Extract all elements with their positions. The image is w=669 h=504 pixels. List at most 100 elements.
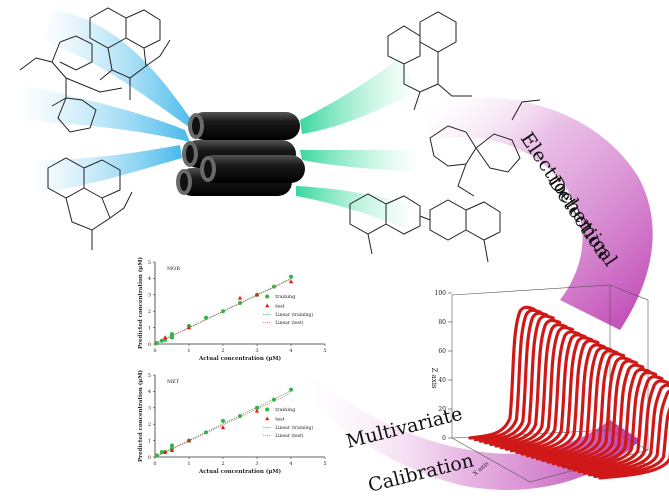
surface-curve <box>515 336 594 454</box>
surface-curve <box>551 359 638 466</box>
molecule-structure-icon <box>19 7 541 263</box>
x-tick-label: 2 <box>221 348 224 354</box>
z-tick-label: 60 <box>438 348 446 355</box>
surface-curve <box>582 383 669 475</box>
y-tick-label: 1 <box>148 438 151 444</box>
legend-test-label: test <box>275 416 285 422</box>
surface-curve <box>572 375 664 472</box>
test-point <box>237 295 243 300</box>
surface-curve <box>598 451 669 480</box>
z-tick-label: 100 <box>435 290 447 297</box>
y-tick-label: 3 <box>148 406 151 412</box>
x-axis-label: Actual concentration (μM) <box>198 468 282 475</box>
z-tick-label: 40 <box>438 377 446 384</box>
surface-curve <box>510 333 587 453</box>
z-tick-label: 20 <box>438 406 446 413</box>
surface-curve <box>478 311 549 443</box>
training-point <box>154 341 159 346</box>
legend-training-marker <box>265 407 270 412</box>
test-point <box>254 292 260 297</box>
legend-test-marker <box>265 416 270 421</box>
surface-curve <box>562 367 651 469</box>
legend-fit-training-label: Linear (training) <box>275 424 313 431</box>
x-tick-label: 0 <box>153 461 156 467</box>
surface-curve <box>520 339 600 456</box>
y-tick-label: 0 <box>148 342 151 348</box>
side-frame <box>609 284 649 451</box>
chart-title: MOR <box>167 266 180 272</box>
legend-training-label: training <box>275 294 296 300</box>
z-tick-label: 0 <box>442 435 446 442</box>
test-point <box>254 408 260 413</box>
legend-fit-training-label: Linear (training) <box>275 311 313 318</box>
surface-curve <box>536 349 619 461</box>
y-tick-label: 2 <box>148 309 151 315</box>
x-tick-label: 2 <box>221 461 224 467</box>
x-axis-label: Actual concentration (μM) <box>198 355 282 362</box>
training-point <box>221 309 225 314</box>
x-tick-label: 3 <box>255 461 258 467</box>
y-tick-label: 4 <box>148 276 151 282</box>
chart-title: MET <box>167 379 180 385</box>
surface-curve <box>556 363 645 467</box>
y-tick-label: 1 <box>148 325 151 331</box>
legend-test-label: test <box>275 303 285 309</box>
x-tick-label: 3 <box>255 348 258 354</box>
legend-fit-test-label: Linear (test) <box>275 432 304 439</box>
x-tick-label: 5 <box>323 461 326 467</box>
training-point <box>204 315 208 320</box>
x-tick-label: 4 <box>289 461 292 467</box>
surface-curve <box>504 330 581 451</box>
test-point <box>163 335 168 340</box>
y-tick-label: 3 <box>148 293 151 299</box>
surface-curve <box>484 314 555 445</box>
legend-training-label: training <box>275 407 296 413</box>
legend-fit-test-label: Linear (test) <box>275 319 304 326</box>
fit-line-training <box>154 390 292 458</box>
surface-curve <box>468 305 536 440</box>
training-point <box>159 450 164 455</box>
training-point <box>170 332 174 337</box>
y-tick-label: 4 <box>148 389 151 395</box>
surface-curve <box>577 379 669 474</box>
training-point <box>238 414 242 418</box>
surface-curve <box>494 323 568 448</box>
z-axis-label: Z axis <box>430 367 438 388</box>
y-axis-label: Predicted concentration (μM) <box>137 370 144 462</box>
surface-curve <box>588 389 669 477</box>
x-tick-label: 0 <box>153 348 156 354</box>
legend-training-marker <box>265 294 270 299</box>
surface-curve <box>489 318 562 446</box>
y-axis-label: Predicted concentration (μM) <box>137 257 144 349</box>
y-tick-label: 5 <box>148 260 151 266</box>
training-point <box>289 387 293 392</box>
training-point <box>154 453 159 458</box>
surface-curve <box>546 356 632 464</box>
training-point <box>289 274 293 279</box>
test-point <box>169 448 175 453</box>
surface-curve <box>525 343 606 458</box>
x-tick-label: 4 <box>289 348 292 354</box>
legend-test-marker <box>265 303 270 308</box>
green-beams <box>296 58 420 228</box>
fit-line-test <box>154 392 292 458</box>
training-point <box>255 405 259 410</box>
surface-curve <box>530 346 613 459</box>
test-point <box>288 279 294 284</box>
training-point <box>170 443 174 448</box>
training-point <box>221 418 225 423</box>
test-point <box>220 425 226 430</box>
x-tick-label: 1 <box>187 461 190 467</box>
test-point <box>186 438 192 443</box>
surface-curve <box>567 370 658 470</box>
electrode-bundle-icon <box>176 112 305 196</box>
y-tick-label: 2 <box>148 422 151 428</box>
training-point <box>272 284 276 289</box>
training-point <box>204 430 208 435</box>
y-tick-label: 5 <box>148 373 151 379</box>
